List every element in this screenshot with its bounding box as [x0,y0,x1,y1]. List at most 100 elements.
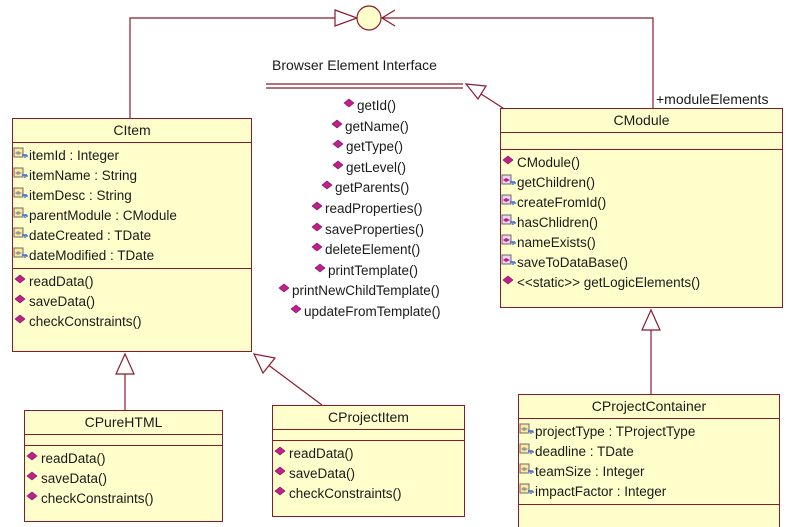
member-label: getChildren() [517,175,596,190]
member-label: printTemplate() [328,262,419,278]
class-cpurehtml[interactable]: CPureHTML readData()saveData()checkConst… [24,410,223,522]
public-method-icon [13,312,28,332]
public-method-icon [25,469,40,489]
member-label: checkConstraints() [289,486,402,501]
public-method-icon [289,302,304,322]
member-label: checkConstraints() [29,314,142,329]
member-label: getName() [345,118,409,134]
member-row: <<static>> getLogicElements() [501,273,782,293]
member-row: saveData() [273,464,464,484]
cmodule-interface-arrowhead [464,83,488,101]
member-row: checkConstraints() [25,489,222,509]
member-row: getName() [330,117,409,137]
member-label: printNewChildTemplate() [292,283,440,299]
protected-member-icon [501,213,516,233]
public-method-icon [320,178,335,198]
public-method-icon [13,292,28,312]
member-label: saveProperties() [325,221,425,237]
private-member-icon [519,482,534,502]
member-label: saveData() [289,466,356,481]
member-label: impactFactor : Integer [535,484,667,499]
cprojectitem-generalization-arrowhead [252,353,277,375]
citem-realization-line [129,17,335,118]
class-name: CItem [113,122,151,138]
member-row: nameExists() [501,233,782,253]
member-label: saveToDataBase() [517,255,629,270]
public-method-icon [277,281,292,301]
member-label: parentModule : CModule [29,208,177,223]
class-name: CProjectItem [328,409,409,425]
member-row: itemId : Integer [13,146,251,166]
member-row: readData() [273,444,464,464]
member-row: saveProperties() [310,220,424,240]
member-row: hasChlidren() [501,213,782,233]
member-label: readProperties() [325,201,423,216]
member-row: getId() [342,96,396,116]
member-label: getType() [346,139,404,155]
member-label: getParents() [335,180,410,196]
member-label: <<static>> getLogicElements() [517,275,701,290]
private-member-icon [13,186,28,206]
public-method-icon [330,117,345,137]
member-label: itemDesc : String [29,188,132,203]
private-member-icon [13,246,28,266]
member-row: teamSize : Integer [519,462,779,482]
member-row: dateCreated : TDate [13,226,251,246]
operations-section: CModule() getChildren() createFromId() hasC… [501,149,782,295]
member-row: getChildren() [501,173,782,193]
public-method-icon [310,220,325,240]
private-member-icon [519,462,534,482]
private-member-icon [13,166,28,186]
member-row: CModule() [501,153,782,173]
public-method-icon [273,464,288,484]
member-label: teamSize : Integer [535,464,645,479]
public-method-icon [273,444,288,464]
member-row: getType() [331,137,403,157]
member-label: itemId : Integer [29,148,120,163]
public-method-icon [331,137,346,157]
protected-member-icon [501,173,516,193]
private-member-icon [13,226,28,246]
member-label: checkConstraints() [41,491,154,506]
private-member-icon [519,442,534,462]
member-row: getLevel() [331,158,406,178]
attributes-section: itemId : Integer itemName : String itemDes… [13,142,251,268]
member-label: deleteElement() [325,242,421,258]
attributes-section [273,429,464,440]
member-row: saveData() [25,469,222,489]
cprojectcontainer-generalization-arrowhead [641,308,661,331]
public-method-icon [342,96,357,116]
public-method-icon [310,240,325,260]
member-label: updateFromTemplate() [304,304,441,319]
cpurehtml-generalization-arrowhead [115,352,135,375]
member-label: readData() [29,274,94,289]
public-method-icon [273,484,288,504]
public-method-icon [331,158,346,178]
class-cmodule[interactable]: CModule CModule()getChildren()createFrom… [500,108,783,308]
member-label: itemName : String [29,168,138,183]
attributes-section [25,434,222,445]
member-label: CModule() [517,155,581,170]
operations-section: readData() saveData() checkConstraints() [13,268,251,334]
member-row: deleteElement() [310,240,420,260]
private-member-icon [13,146,28,166]
class-cprojectcontainer[interactable]: CProjectContainer projectType : TProject… [518,394,780,527]
association-arrowhead [380,9,396,27]
member-label: readData() [289,446,354,461]
operations-section [519,504,779,513]
member-row: printTemplate() [313,261,418,281]
class-cprojectitem[interactable]: CProjectItem readData() saveData() checkCo… [272,405,465,517]
public-method-icon [13,272,28,292]
public-method-icon [501,153,516,173]
protected-member-icon [501,193,516,213]
cmodule-association-line [382,17,654,108]
private-member-icon [13,206,28,226]
member-label: deadline : TDate [535,444,634,459]
member-row: dateModified : TDate [13,246,251,266]
member-label: saveData() [29,294,96,309]
protected-member-icon [501,233,516,253]
protected-member-icon [501,253,516,273]
member-label: createFromId() [517,195,607,210]
